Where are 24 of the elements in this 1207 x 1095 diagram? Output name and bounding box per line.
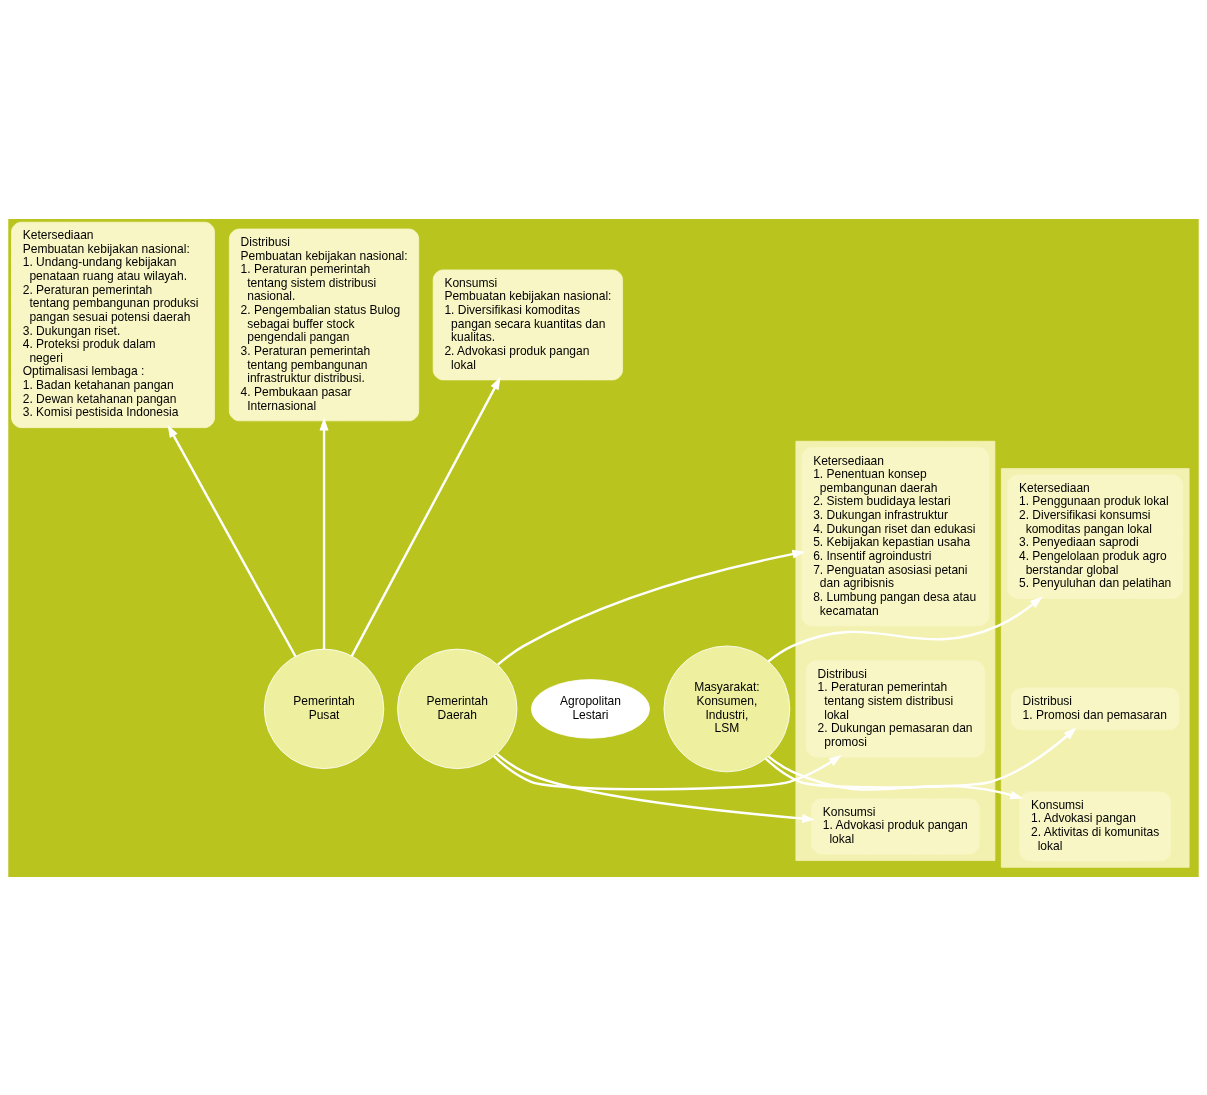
node-box: Ketersediaan 1. Penggunaan produk lokal 2. Diversifikasi konsumsi komoditas pangan lokal 3. Penyediaan saprodi 4. Pengelolaan produk agro berstandar global 5. Penyuluhan dan pelatihan xyxy=(1007,474,1184,599)
arrow xyxy=(167,424,297,657)
cluster xyxy=(1000,467,1190,868)
arrow xyxy=(496,752,815,823)
node-box: Distribusi 1. Promosi dan pemasaran xyxy=(1010,687,1180,730)
node-ellipse: Agropolitan Lestari xyxy=(531,678,650,739)
arrow xyxy=(350,376,501,657)
node-box: Konsumsi 1. Advokasi pangan 2. Aktivitas di komunitas lokal xyxy=(1019,791,1172,861)
node-box: Distribusi 1. Peraturan pemerintah tentang sistem distribusi lokal 2. Dukungan pemasaran dan promosi xyxy=(805,659,985,757)
node-box: Ketersediaan Pembuatan kebijakan nasional: 1. Undang-undang kebijakan penataan ruang atau wilayah. 2. Peraturan pemerintah tentang pembangunan produksi pangan sesuai potensi daerah 3. Dukungan riset. 4. Proteksi produk dalam negeri Optimalisasi lembaga : 1. Badan ketahanan pangan 2. Dewan ketahanan pangan 3. Komisi pestisida Indonesia xyxy=(11,221,215,428)
node-box: Distribusi Pembuatan kebijakan nasional: 1. Peraturan pemerintah tentang sistem distribusi nasional. 2. Pengembalian status Bulog sebagai buffer stock pengendali pangan 3. Peraturan pemerintah tentang pembangunan infrastruktur distribusi. 4. Pembukaan pasar Internasional xyxy=(228,228,420,421)
node-box: Konsumsi 1. Advokasi produk pangan lokal xyxy=(811,797,980,855)
node-circle: Pemerintah Daerah xyxy=(397,648,518,769)
arrow xyxy=(764,727,1077,789)
node-circle: Pemerintah Pusat xyxy=(263,648,385,769)
arrow xyxy=(767,595,1043,662)
node-box: Konsumsi Pembuatan kebijakan nasional: 1. Diversifikasi komoditas pangan secara kuantitas dan kualitas. 2. Advokasi produk pangan lokal xyxy=(432,269,623,380)
arrow xyxy=(319,417,329,649)
node-box: Ketersediaan 1. Penentuan konsep pembangunan daerah 2. Sistem budidaya lestari 3. Dukungan infrastruktur 4. Dukungan riset dan edukasi 5. Kebijakan kepastian usaha 6. Insentif agroindustri 7. Penguatan asosiasi petani dan agribisnis 8. Lumbung pangan desa atau kecamatan xyxy=(801,446,990,626)
node-circle: Masyarakat: Konsumen, Industri, LSM xyxy=(663,645,791,772)
arrow xyxy=(497,549,806,666)
arrow xyxy=(767,754,1024,799)
arrow xyxy=(493,754,842,790)
cluster xyxy=(795,440,996,861)
